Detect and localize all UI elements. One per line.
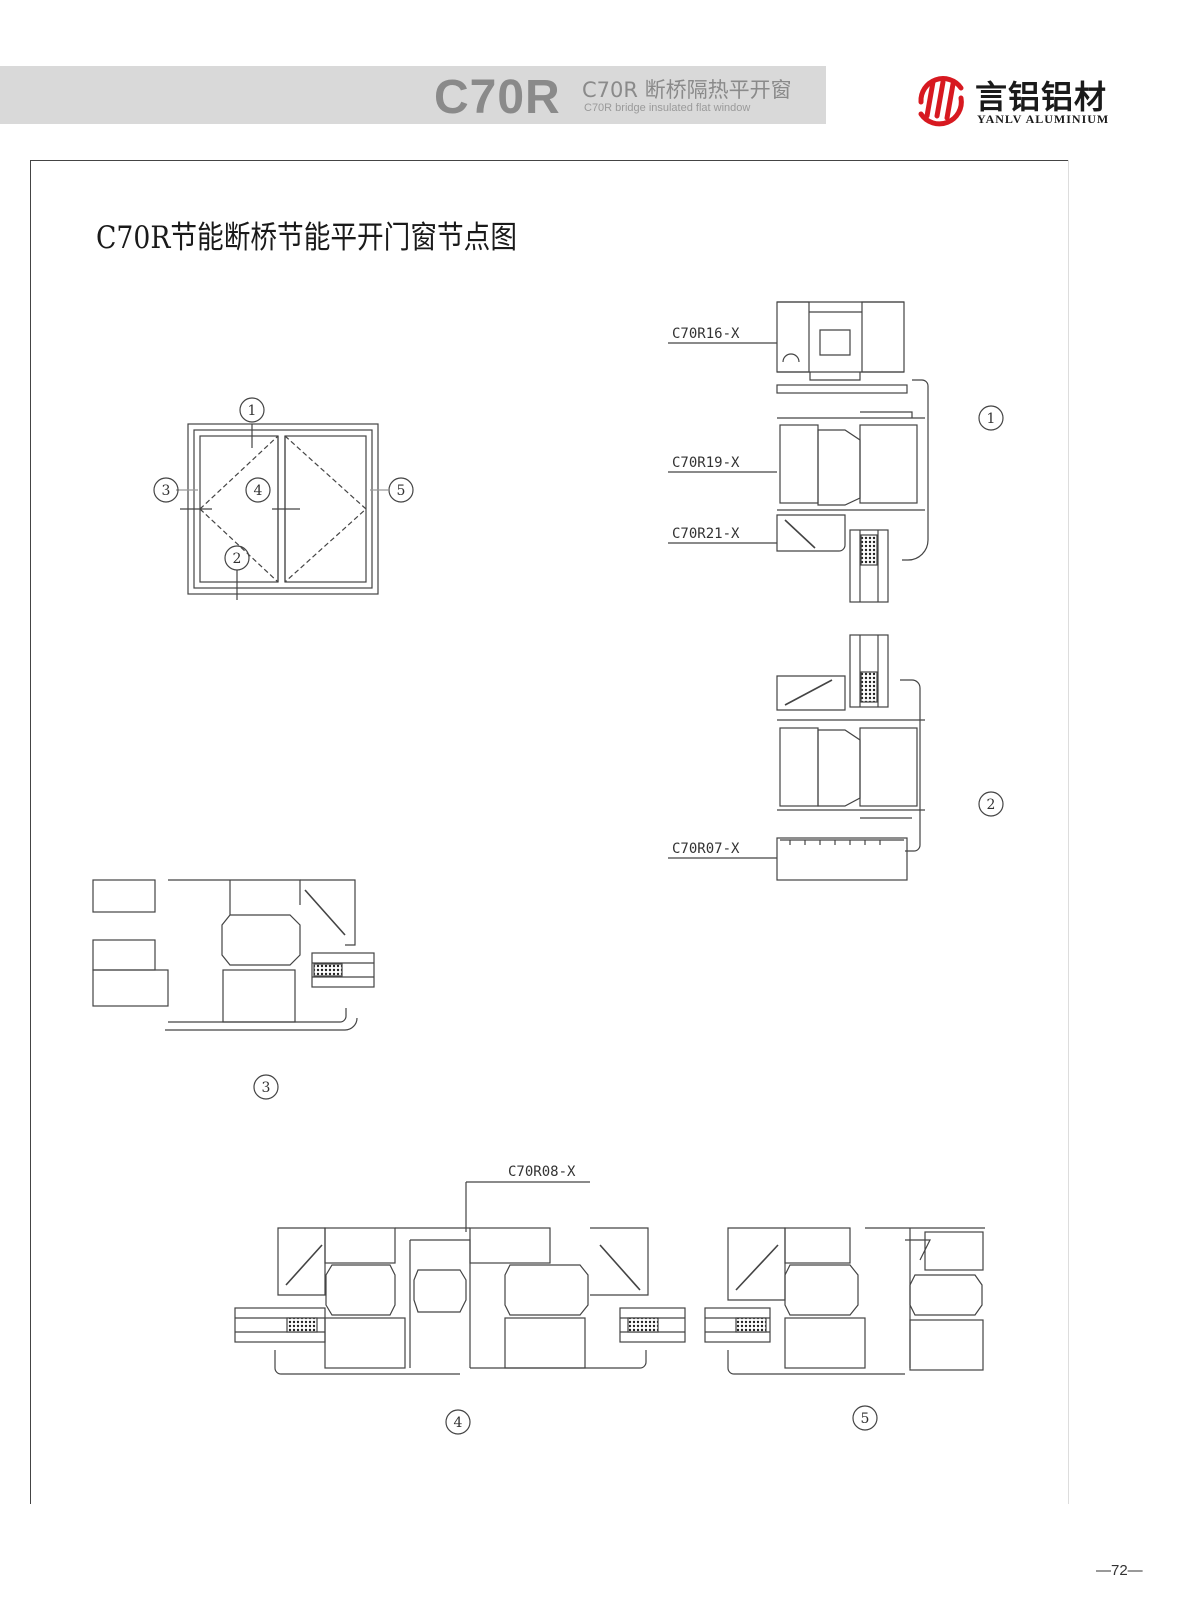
callout-circles <box>153 397 1004 1435</box>
profile-code-c70r08: C70R08-X <box>508 1164 576 1180</box>
content-frame-right <box>1068 160 1069 1504</box>
header-product-name-cn: C70R 断桥隔热平开窗 <box>582 78 792 102</box>
section-2-label: 2 <box>987 797 996 813</box>
logo-text-cn: 言铝铝材 <box>975 78 1108 116</box>
elevation-callout-4: 4 <box>254 483 263 499</box>
section-1-label: 1 <box>987 411 996 427</box>
brand-logo: 言铝铝材 YANLV ALUMINIUM <box>913 70 1153 130</box>
profile-codes: C70R16-X C70R19-X C70R21-X C70R07-X C70R… <box>508 326 740 1180</box>
profile-code-c70r19: C70R19-X <box>672 455 740 471</box>
section-1-detail <box>668 301 929 603</box>
section-5-detail <box>704 1227 985 1375</box>
profile-code-c70r21: C70R21-X <box>672 526 740 542</box>
elevation-callout-2: 2 <box>233 551 242 567</box>
elevation-callout-3: 3 <box>162 483 171 499</box>
section-4-detail <box>234 1181 686 1375</box>
header-product-name-en: C70R bridge insulated flat window <box>584 102 751 114</box>
header-band <box>0 66 826 124</box>
logo-text-en: YANLV ALUMINIUM <box>977 112 1110 126</box>
content-frame-left <box>30 160 31 1504</box>
section-5-label: 5 <box>861 1411 870 1427</box>
profile-code-c70r07: C70R07-X <box>672 841 740 857</box>
page-number: —72— <box>1096 1562 1143 1579</box>
section-3-label: 3 <box>262 1080 271 1096</box>
callout-numbers: 1 2 3 4 5 1 2 3 4 5 <box>162 403 996 1431</box>
elevation-callout-1: 1 <box>248 403 257 419</box>
window-elevation <box>176 423 388 600</box>
elevation-callout-5: 5 <box>397 483 406 499</box>
section-4-label: 4 <box>454 1415 463 1431</box>
page-title: C70R节能断桥节能平开门窗节点图 <box>96 220 517 256</box>
content-frame-top <box>30 160 1068 161</box>
section-2-detail <box>668 634 925 881</box>
section-3-detail <box>92 879 375 1031</box>
profile-code-c70r16: C70R16-X <box>672 326 740 342</box>
yanlv-logo-icon <box>918 76 964 127</box>
header-model: C70R <box>434 71 561 124</box>
